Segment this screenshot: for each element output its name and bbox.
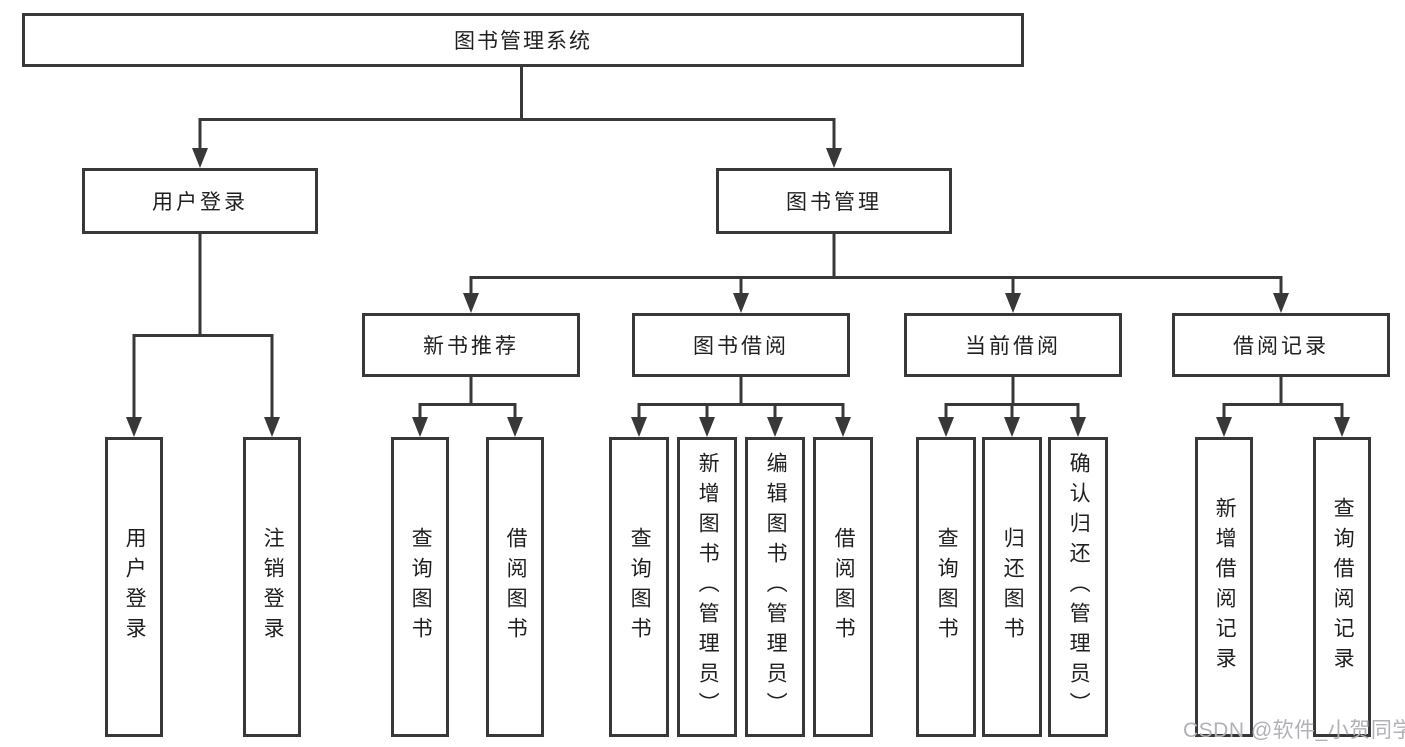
leaf-records-add-record-label: 新增借阅记录 (1213, 497, 1237, 677)
node-user-login: 用户登录 (82, 168, 318, 234)
leaf-borrow-borrow-books: 借阅图书 (813, 437, 873, 737)
node-user-login-label: 用户登录 (152, 191, 248, 214)
connector-arrowhead (767, 417, 783, 437)
csdn-watermark: CSDN @软件_小贺同学 (1183, 719, 1405, 742)
leaf-newbook-query-books: 查询图书 (391, 437, 449, 737)
leaf-newbook-borrow-books-label: 借阅图书 (504, 527, 528, 647)
leaf-records-add-record: 新增借阅记录 (1195, 437, 1253, 737)
leaf-borrow-edit-books-admin: 编辑图书（管理员） (745, 437, 805, 737)
leaf-newbook-query-books-label: 查询图书 (409, 527, 433, 647)
leaf-newbook-borrow-books: 借阅图书 (486, 437, 544, 737)
leaf-borrow-query-books-label: 查询图书 (628, 527, 652, 647)
node-library-system: 图书管理系统 (22, 13, 1024, 67)
connector-arrowhead (1273, 293, 1289, 313)
connector-arrowhead (412, 417, 428, 437)
connector-arrowhead (463, 293, 479, 313)
leaf-current-return-books-label: 归还图书 (1001, 527, 1025, 647)
connector-arrowhead (264, 417, 280, 437)
connector-arrowhead (733, 293, 749, 313)
leaf-current-confirm-return-admin-label: 确认归还（管理员） (1067, 452, 1091, 722)
connector-arrowhead (1005, 293, 1021, 313)
connector-arrowhead (699, 417, 715, 437)
node-book-management: 图书管理 (716, 168, 952, 234)
node-new-book-recommend-label: 新书推荐 (423, 335, 519, 358)
node-library-system-label: 图书管理系统 (454, 30, 592, 53)
leaf-borrow-edit-books-admin-label: 编辑图书（管理员） (764, 452, 788, 722)
node-book-borrow: 图书借阅 (632, 313, 850, 377)
node-current-borrow-label: 当前借阅 (965, 335, 1061, 358)
connector-arrowhead (1216, 417, 1232, 437)
connector-arrowhead (835, 417, 851, 437)
connector-arrowhead (826, 148, 842, 168)
leaf-borrow-query-books: 查询图书 (609, 437, 669, 737)
leaf-current-return-books: 归还图书 (982, 437, 1042, 737)
connector-arrowhead (938, 417, 954, 437)
connector-arrowhead (192, 148, 208, 168)
connector-arrowhead (1070, 417, 1086, 437)
connector-arrowhead (1004, 417, 1020, 437)
leaf-logout: 注销登录 (243, 437, 301, 737)
leaf-user-login: 用户登录 (105, 437, 163, 737)
leaf-logout-label: 注销登录 (261, 527, 285, 647)
node-borrow-records-label: 借阅记录 (1233, 335, 1329, 358)
leaf-records-query-record-label: 查询借阅记录 (1331, 497, 1355, 677)
leaf-user-login-label: 用户登录 (123, 527, 147, 647)
leaf-current-confirm-return-admin: 确认归还（管理员） (1048, 437, 1108, 737)
connector-arrowhead (507, 417, 523, 437)
leaf-current-query-books-label: 查询图书 (935, 527, 959, 647)
leaf-current-query-books: 查询图书 (916, 437, 976, 737)
connector-arrowhead (1334, 417, 1350, 437)
node-book-management-label: 图书管理 (786, 191, 882, 214)
leaf-borrow-add-books-admin: 新增图书（管理员） (677, 437, 737, 737)
node-current-borrow: 当前借阅 (904, 313, 1122, 377)
connector-arrowhead (126, 417, 142, 437)
leaf-borrow-borrow-books-label: 借阅图书 (832, 527, 856, 647)
leaf-records-query-record: 查询借阅记录 (1313, 437, 1371, 737)
connector-arrowhead (631, 417, 647, 437)
leaf-borrow-add-books-admin-label: 新增图书（管理员） (696, 452, 720, 722)
node-new-book-recommend: 新书推荐 (362, 313, 580, 377)
node-borrow-records: 借阅记录 (1172, 313, 1390, 377)
node-book-borrow-label: 图书借阅 (693, 335, 789, 358)
